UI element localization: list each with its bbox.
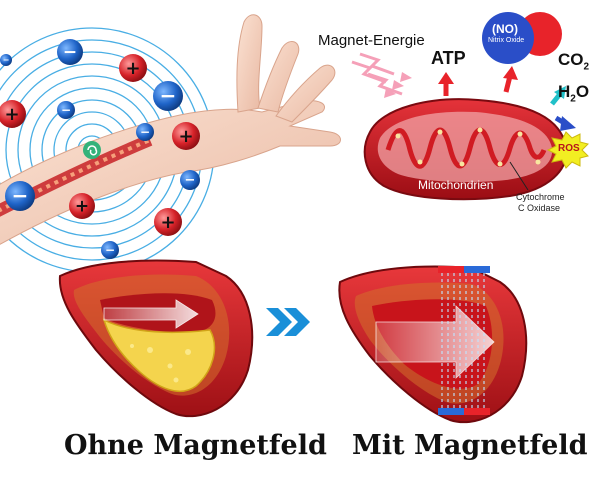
h2o-o-text: O <box>575 82 590 101</box>
atp-label: ATP <box>431 48 466 68</box>
positive-ion-icon: + <box>172 122 200 150</box>
negative-ion-icon: − <box>101 241 119 259</box>
svg-text:−: − <box>160 83 177 107</box>
magnetic-field-lines <box>438 266 490 415</box>
energy-wave-arrows-icon <box>351 52 412 98</box>
h2o-label: H2O <box>558 82 589 104</box>
svg-text:−: − <box>63 42 77 62</box>
nitric-oxide-molecule-icon <box>482 12 562 64</box>
field-center-icon <box>83 141 101 159</box>
svg-text:+: + <box>4 104 19 125</box>
negative-ion-icon: − <box>153 81 183 111</box>
blood-vessel-icon <box>58 259 254 418</box>
ros-burst-icon <box>546 131 589 169</box>
co2-text: CO <box>558 50 584 69</box>
nitrix-oxide-label: Nitrix Oxide <box>488 37 525 44</box>
output-arrows <box>438 66 576 191</box>
caption-without-magnetic-field: Ohne Magnetfeld <box>64 430 327 461</box>
svg-text:−: − <box>3 56 10 65</box>
svg-text:+: + <box>125 58 140 79</box>
mitochondrien-label: Mitochondrien <box>418 178 494 192</box>
svg-text:−: − <box>105 243 115 257</box>
negative-ion-icon: − <box>0 54 12 66</box>
caption-with-magnetic-field: Mit Magnetfeld <box>352 430 588 461</box>
positive-ion-icon: + <box>69 193 95 219</box>
h2o-h-text: H <box>558 82 571 101</box>
positive-ion-icon: + <box>154 208 182 236</box>
hand-icon <box>0 14 341 245</box>
negative-ion-icon: − <box>57 101 75 119</box>
svg-text:−: − <box>185 173 196 188</box>
magnet-energy-label: Magnet-Energie <box>318 32 425 49</box>
blood-vessel-icon <box>338 265 528 424</box>
cytochrome-label-line1: Cytochrome <box>516 192 565 202</box>
mitochondrion-icon <box>363 98 568 201</box>
double-chevron-right-icon <box>266 308 310 336</box>
ion-particles: −+−+−−+−+−+−− <box>0 39 200 259</box>
positive-ion-icon: + <box>0 100 26 128</box>
co2-label: CO2 <box>558 50 589 72</box>
positive-ion-icon: + <box>119 54 147 82</box>
h2o-subscript: 2 <box>570 93 576 105</box>
negative-ion-icon: − <box>57 39 83 65</box>
negative-ion-icon: − <box>5 181 35 211</box>
co2-subscript: 2 <box>583 61 590 73</box>
negative-ion-icon: − <box>136 123 154 141</box>
svg-text:+: + <box>75 196 89 216</box>
ros-label: ROS <box>558 143 580 154</box>
negative-ion-icon: − <box>180 170 200 190</box>
svg-text:−: − <box>61 103 71 117</box>
svg-text:+: + <box>160 212 175 233</box>
svg-text:−: − <box>12 183 29 207</box>
svg-text:−: − <box>140 125 150 139</box>
svg-text:+: + <box>178 126 193 147</box>
no-label: (NO) <box>492 22 518 36</box>
cytochrome-label-line2: C Oxidase <box>518 203 561 213</box>
